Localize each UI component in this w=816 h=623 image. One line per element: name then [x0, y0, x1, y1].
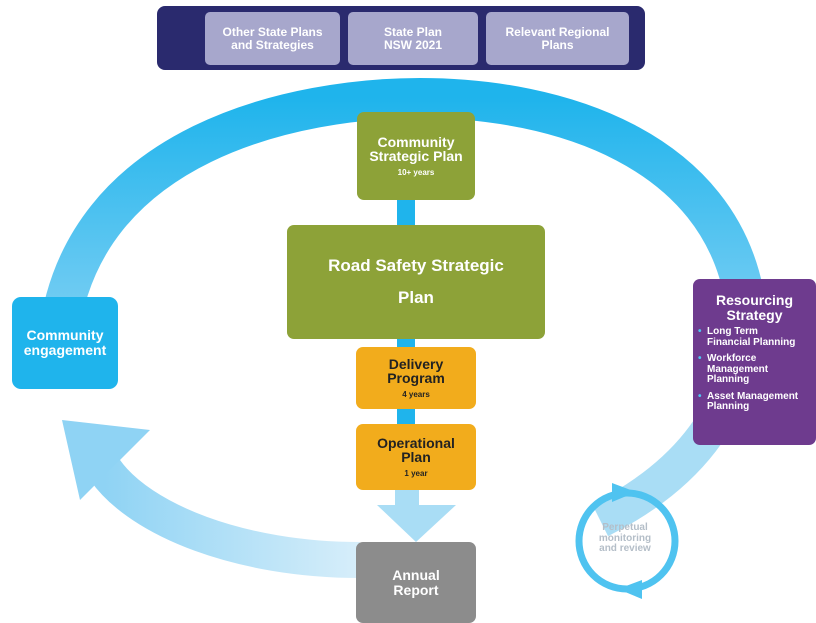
top-plan-label: Other State Plans and Strategies [222, 24, 323, 52]
upper-cycle-arrow [38, 77, 765, 343]
road-safety-title: Road Safety Strategic Plan [328, 255, 504, 307]
community-engagement-box: Community engagement [12, 297, 118, 389]
operational-plan-box: Operational Plan 1 year [356, 424, 476, 490]
delivery-duration: 4 years [402, 389, 430, 399]
operational-duration: 1 year [404, 468, 428, 478]
return-arrowhead [62, 420, 150, 500]
resourcing-item: Asset Management Planning [693, 391, 816, 413]
resourcing-strategy-box: Resourcing Strategy Long Term Financial … [693, 279, 816, 445]
csp-duration: 10+ years [397, 167, 435, 177]
top-plan-regional: Relevant Regional Plans [486, 12, 629, 65]
community-strategic-plan-box: Community Strategic Plan 10+ years [357, 112, 475, 200]
top-plan-state-nsw: State Plan NSW 2021 [348, 12, 478, 65]
operational-title: Operational Plan [377, 434, 455, 466]
perpetual-monitoring-label: Perpetual monitoring and review [598, 522, 652, 554]
top-plan-label: Relevant Regional Plans [505, 24, 610, 52]
bottom-return-arrow [90, 459, 361, 578]
top-plan-other-state: Other State Plans and Strategies [205, 12, 340, 65]
road-safety-plan-box: Road Safety Strategic Plan [287, 225, 545, 339]
down-arrowhead [377, 505, 456, 542]
delivery-title: Delivery Program [387, 355, 445, 387]
top-plan-label: State Plan NSW 2021 [383, 24, 443, 52]
community-engagement-title: Community engagement [23, 327, 107, 358]
csp-title: Community Strategic Plan [369, 133, 463, 165]
annual-report-box: Annual Report [356, 542, 476, 623]
annual-report-title: Annual Report [392, 566, 440, 598]
resourcing-item: Long Term Financial Planning [693, 327, 816, 348]
resourcing-item: Workforce Management Planning [693, 354, 816, 386]
resourcing-title: Resourcing Strategy [715, 292, 793, 323]
delivery-program-box: Delivery Program 4 years [356, 347, 476, 409]
resourcing-items: Long Term Financial Planning Workforce M… [693, 327, 816, 419]
